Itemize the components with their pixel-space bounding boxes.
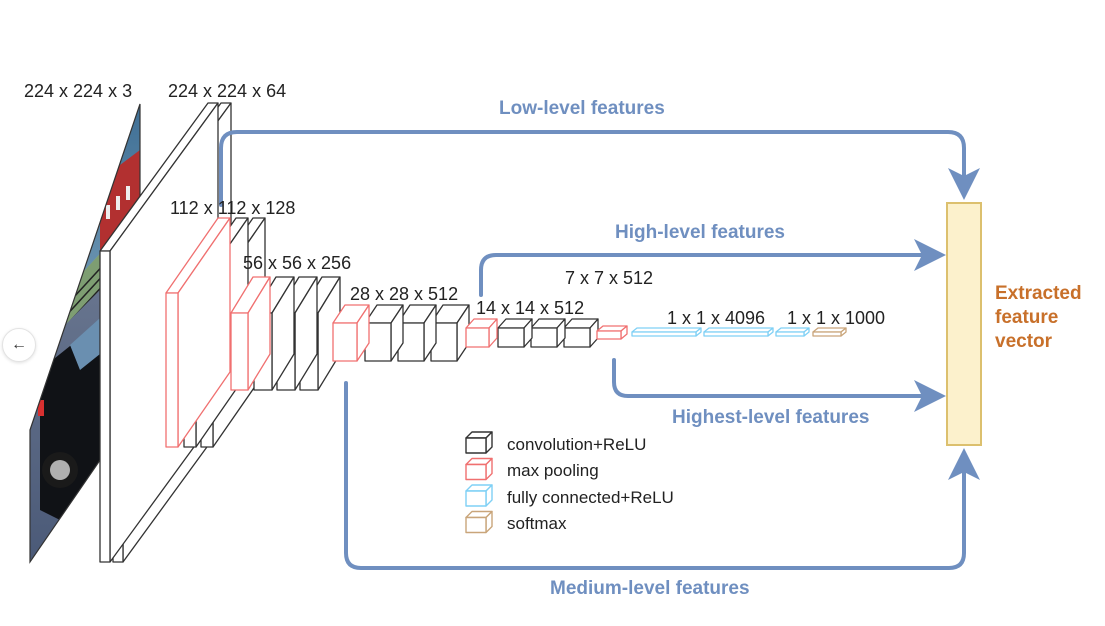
feature-vector-box <box>946 202 982 446</box>
input-dim-label: 224 x 224 x 3 <box>24 81 132 101</box>
pool-14-layer-1 <box>465 318 498 348</box>
pool-28-layer-1 <box>332 304 370 362</box>
dim-label-56: 56 x 56 x 256 <box>243 253 351 273</box>
legend-fc-icon <box>465 484 493 507</box>
fc-layer-3 <box>775 327 810 337</box>
arrow-left-icon: ← <box>11 336 27 353</box>
legend-label-conv: convolution+ReLU <box>507 435 646 454</box>
low-level-label: Low-level features <box>499 98 665 119</box>
softmax-layer <box>812 327 847 337</box>
fc-layer-1 <box>631 327 702 337</box>
highest-level-label: Highest-level features <box>672 407 869 428</box>
dim-label-4096: 1 x 1 x 4096 <box>667 308 765 328</box>
legend-conv-icon <box>465 431 493 454</box>
low-level-flow-arrow <box>219 130 980 207</box>
high-level-flow-arrow <box>479 239 946 297</box>
dim-label-7: 7 x 7 x 512 <box>565 268 653 288</box>
layer-stack <box>99 102 847 563</box>
output-label-line2: feature <box>995 307 1058 328</box>
legend-softmax-icon <box>465 510 493 534</box>
legend: convolution+ReLU max pooling fully conne… <box>465 431 674 534</box>
back-button[interactable]: ← <box>2 328 36 362</box>
conv-28-layer-1 <box>364 304 404 362</box>
legend-label-fc: fully connected+ReLU <box>507 488 674 507</box>
conv-28-layer-3 <box>430 304 470 362</box>
conv-28-layer-2 <box>397 304 437 362</box>
pool-56-layer-1 <box>230 276 271 391</box>
dim-label-224x64: 224 x 224 x 64 <box>168 81 286 101</box>
legend-pool-icon <box>465 457 493 481</box>
legend-label-softmax: softmax <box>507 514 567 533</box>
fc-layer-2 <box>703 327 774 337</box>
highest-level-flow-arrow <box>612 358 946 412</box>
pool-7-layer-1 <box>596 325 628 340</box>
high-level-label: High-level features <box>615 222 785 243</box>
pool-112-layer-1 <box>165 217 231 448</box>
conv-14-layer-3 <box>563 318 599 348</box>
medium-level-flow-arrow <box>344 381 980 570</box>
conv-14-layer-1 <box>497 318 533 348</box>
medium-level-label: Medium-level features <box>550 578 750 599</box>
output-label-line1: Extracted <box>995 283 1082 304</box>
output-label-line3: vector <box>995 331 1053 352</box>
dim-label-28: 28 x 28 x 512 <box>350 284 458 304</box>
dim-label-112: 112 x 112 x 128 <box>170 198 295 218</box>
dim-label-1000: 1 x 1 x 1000 <box>787 308 885 328</box>
conv-14-layer-2 <box>530 318 566 348</box>
legend-label-pool: max pooling <box>507 461 599 480</box>
dim-label-14: 14 x 14 x 512 <box>476 298 584 318</box>
